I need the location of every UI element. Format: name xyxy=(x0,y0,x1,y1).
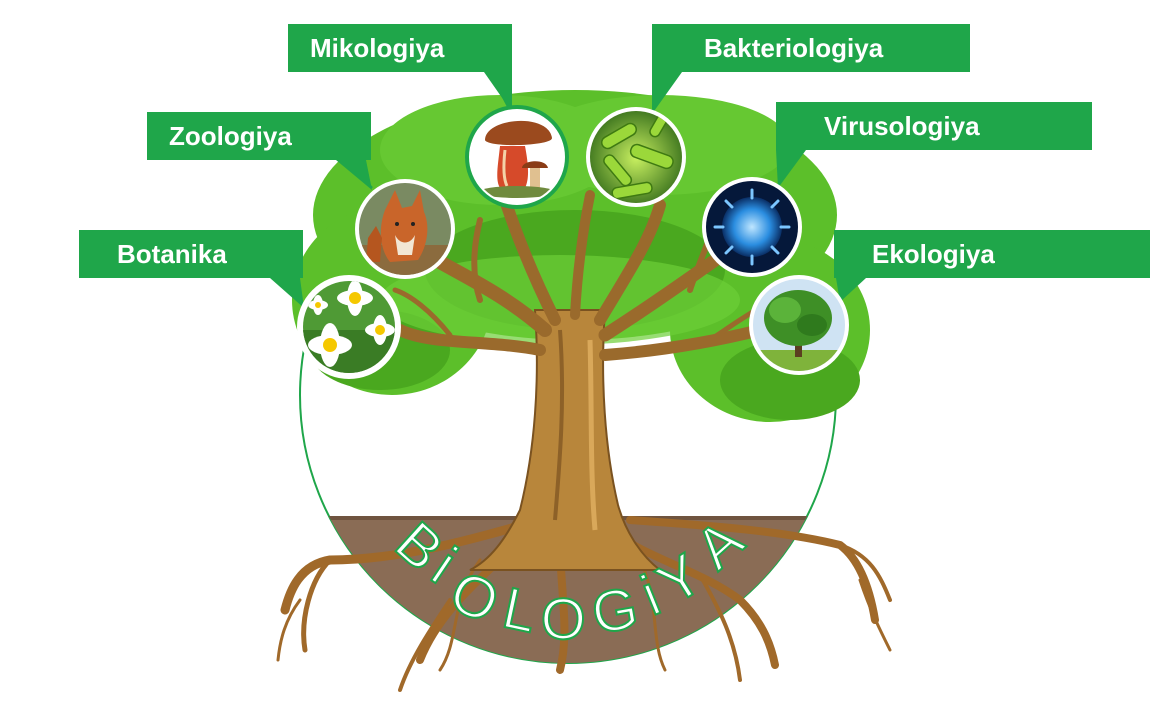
title-letter: O xyxy=(540,586,587,653)
label-pointers xyxy=(270,72,866,308)
bacteria-icon xyxy=(586,107,686,207)
label-botanika: Botanika xyxy=(79,230,303,278)
flower-icon xyxy=(297,275,401,379)
label-zoologiya: Zoologiya xyxy=(147,112,371,160)
fox-icon xyxy=(355,179,455,279)
tree-trunk xyxy=(469,309,663,571)
label-mikologiya: Mikologiya xyxy=(288,24,512,72)
tree-icon xyxy=(749,275,849,375)
label-ekologiya: Ekologiya xyxy=(834,230,1150,278)
virus-icon xyxy=(702,177,802,277)
label-bakteriologiya: Bakteriologiya xyxy=(652,24,970,72)
mushroom-icon xyxy=(465,105,569,209)
label-virusologiya: Virusologiya xyxy=(776,102,1092,150)
